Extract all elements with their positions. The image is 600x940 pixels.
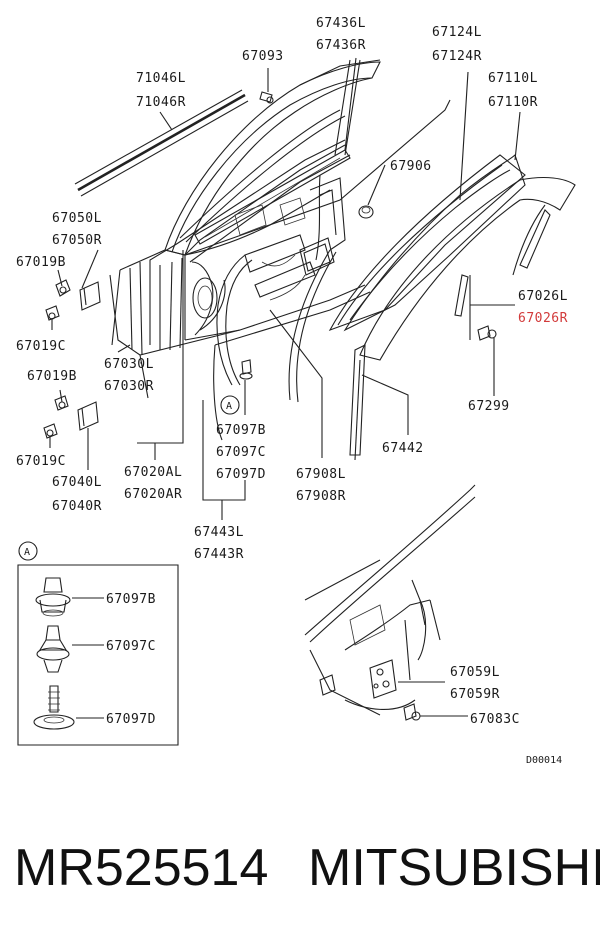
label-67299: 67299 (468, 399, 510, 414)
part-number: MR525514 (14, 839, 268, 897)
callout-a-letter: A (226, 401, 232, 412)
label-67059r: 67059R (450, 687, 500, 702)
label-67019c-lower: 67019C (16, 454, 66, 469)
label-67097b: 67097B (216, 423, 266, 438)
label-67019c-upper: 67019C (16, 339, 66, 354)
label-71046l: 71046L (136, 71, 186, 86)
bolt-67093-icon (259, 91, 274, 104)
label-67443l: 67443L (194, 525, 244, 540)
label-67030r: 67030R (104, 379, 154, 394)
grommet-67906-icon (358, 205, 374, 219)
label-67908l: 67908L (296, 467, 346, 482)
part-labels: 67436L 67436R 67093 71046L 71046R 67124L… (16, 16, 568, 562)
label-71046r: 71046R (136, 95, 186, 110)
latch-67059-icon (369, 659, 397, 699)
callout-a-circle (220, 395, 240, 415)
clip-67097b-icon (35, 577, 71, 617)
detail-a-circle (18, 541, 38, 561)
detail-a-letter: A (24, 547, 30, 558)
latch-detail: 67059L 67059R 67083C (304, 484, 520, 727)
label-67026l: 67026L (518, 289, 568, 304)
door-frame-drawing (74, 59, 451, 356)
label-67093: 67093 (242, 49, 284, 64)
detail-label-67097b: 67097B (106, 592, 156, 607)
label-67020al: 67020AL (124, 465, 182, 480)
brand-name: MITSUBISHI (308, 839, 600, 897)
label-67059l: 67059L (450, 665, 500, 680)
label-67083c: 67083C (470, 712, 520, 727)
label-67020ar: 67020AR (124, 487, 182, 502)
label-67030l: 67030L (104, 357, 154, 372)
label-67443r: 67443R (194, 547, 244, 562)
label-67050l: 67050L (52, 211, 102, 226)
label-67124r: 67124R (432, 49, 482, 64)
detail-a-box: A 67097B 67097C 67097D (17, 541, 179, 746)
label-67026r: 67026R (518, 311, 568, 326)
label-67436r: 67436R (316, 38, 366, 53)
screw-67083c-icon (403, 703, 421, 721)
diagram-code: D00014 (526, 755, 562, 766)
clip-67097-icon (239, 359, 253, 380)
detail-label-67097c: 67097C (106, 639, 156, 654)
label-67097d: 67097D (216, 467, 266, 482)
label-67019b-lower: 67019B (27, 369, 77, 384)
detail-label-67097d: 67097D (106, 712, 156, 727)
label-67050r: 67050R (52, 233, 102, 248)
label-67040l: 67040L (52, 475, 102, 490)
leader-lines (49, 57, 521, 520)
glass-and-run-channels (213, 153, 576, 461)
label-67097c: 67097C (216, 445, 266, 460)
bolt-67019c-lower-icon (43, 423, 58, 439)
label-67019b-upper: 67019B (16, 255, 66, 270)
label-67908r: 67908R (296, 489, 346, 504)
label-67124l: 67124L (432, 25, 482, 40)
clip-67097c-icon (36, 625, 70, 673)
hinge-upper-icon (79, 281, 101, 311)
label-67906: 67906 (390, 159, 432, 174)
screw-67299-icon (477, 325, 497, 341)
label-67110l: 67110L (488, 71, 538, 86)
clip-67097d-icon (33, 685, 75, 730)
bolt-67019c-upper-icon (45, 305, 60, 321)
label-67110r: 67110R (488, 95, 538, 110)
bolt-67019b-upper-icon (55, 279, 71, 297)
hinge-lower-icon (77, 401, 99, 431)
label-67442: 67442 (382, 441, 424, 456)
label-67040r: 67040R (52, 499, 102, 514)
label-67436l: 67436L (316, 16, 366, 31)
